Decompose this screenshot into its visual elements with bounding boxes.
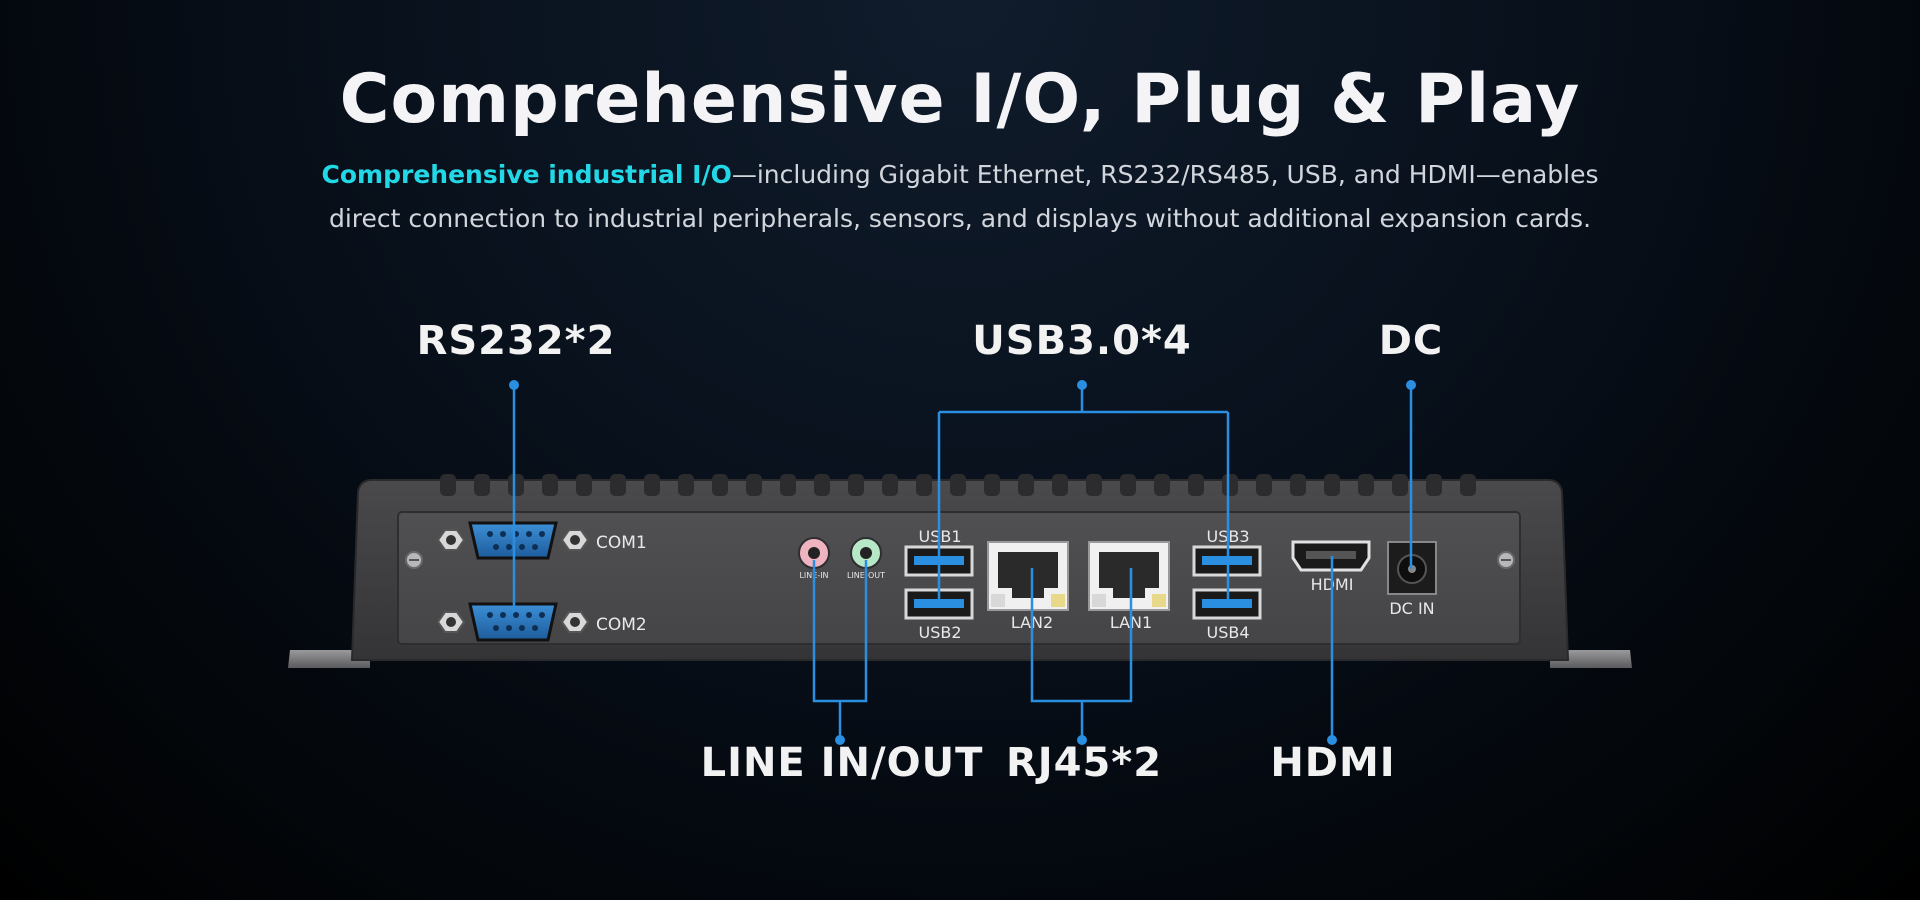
subtitle-highlight: Comprehensive industrial I/O xyxy=(321,160,732,189)
usb2-label: USB2 xyxy=(918,623,961,642)
lan1-port xyxy=(1088,541,1170,611)
dc-in-label: DC IN xyxy=(1389,599,1434,618)
com2-label: COM2 xyxy=(596,615,647,635)
page-subtitle: Comprehensive industrial I/O—including G… xyxy=(260,153,1660,241)
callout-rs232: RS232*2 xyxy=(416,318,616,364)
heatsink-fins xyxy=(440,474,1476,496)
callout-hdmi: HDMI xyxy=(1270,740,1396,786)
mounting-flange xyxy=(288,650,1632,668)
callout-usb: USB3.0*4 xyxy=(972,318,1192,364)
callout-rj45: RJ45*2 xyxy=(1005,740,1163,786)
subtitle-line2: direct connection to industrial peripher… xyxy=(328,204,1592,233)
leader-dots xyxy=(509,380,1416,745)
callout-dc: DC xyxy=(1378,318,1444,364)
line-out-jack xyxy=(850,537,882,569)
leader-lines xyxy=(512,385,1413,740)
lan2-port xyxy=(987,541,1069,611)
com2-port xyxy=(436,602,590,642)
page-title: Comprehensive I/O, Plug & Play xyxy=(339,60,1581,139)
callout-line-in-out: LINE IN/OUT xyxy=(700,740,984,786)
subtitle-line1: —including Gigabit Ethernet, RS232/RS485… xyxy=(731,160,1599,189)
screw-icon xyxy=(405,551,1515,569)
usb4-label: USB4 xyxy=(1206,623,1249,642)
com1-label: COM1 xyxy=(596,533,647,553)
